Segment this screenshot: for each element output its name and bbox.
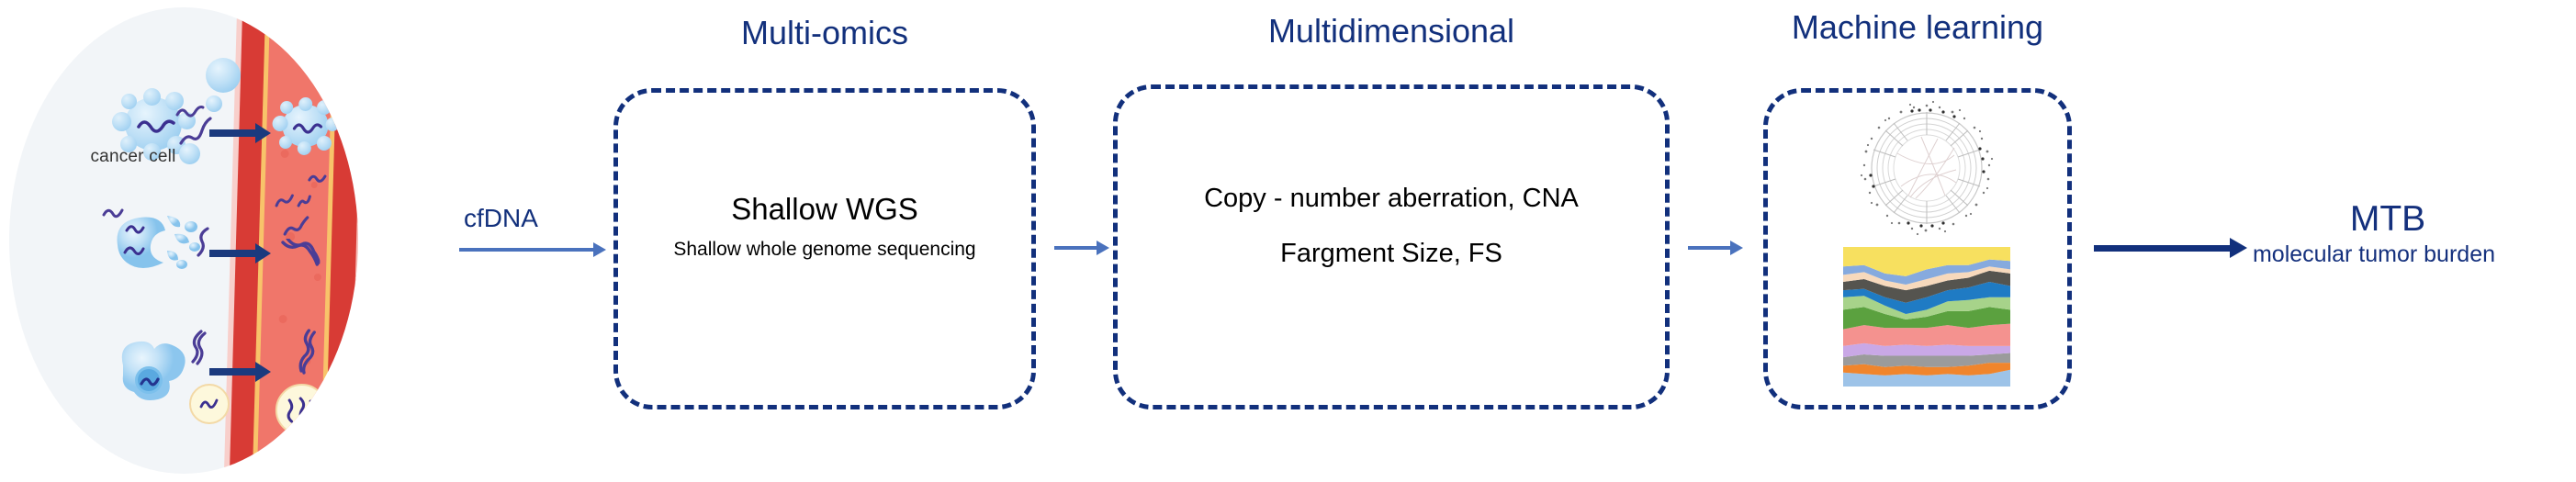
cfdna-strand-icon (102, 208, 124, 219)
cfdna-strand-icon (179, 117, 212, 145)
stage-2-box[interactable]: Copy - number aberration, CNA Fargment S… (1113, 84, 1670, 409)
stage-2-to-3-arrow (1688, 241, 1743, 255)
circulating-tumor-cell-icon (272, 97, 342, 156)
area-series-layer-12-yellow (1843, 247, 2010, 276)
area-series-layer-2-orange (1843, 363, 2010, 376)
cfdna-bubble-mid-icon (179, 143, 200, 164)
stage-1-to-2-arrow (1054, 241, 1109, 255)
illustration-clip (9, 7, 358, 474)
cfdna-bubble-large-icon (206, 58, 241, 93)
release-arrow-bottom (209, 362, 271, 382)
release-arrow-top (209, 123, 271, 143)
stage-1-box[interactable]: Shallow WGS Shallow whole genome sequenc… (613, 88, 1036, 409)
cfdna-strand-icon (197, 227, 209, 257)
stage-1-secondary-text: Shallow whole genome sequencing (673, 239, 976, 260)
cfdna-label: cfDNA (464, 204, 538, 232)
stage-3-box[interactable] (1763, 88, 2072, 409)
area-series-layer-4-lavender (1843, 342, 2010, 358)
area-series-layer-3-grey (1843, 353, 2010, 367)
stage-2-title: Multidimensional (1267, 12, 1515, 50)
cancer-cell-icon (112, 88, 197, 162)
cfdna-arrow (459, 242, 606, 257)
apoptotic-cell-icon (110, 214, 211, 278)
release-arrow-middle (209, 243, 271, 263)
blood-vessel-cfdna-release-illustration: cancer cell (0, 0, 367, 482)
stage-3-title: Machine learning (1791, 8, 2044, 46)
output-expansion: molecular tumor burden (2252, 241, 2495, 267)
area-series-layer-1-lightblue (1843, 369, 2010, 387)
area-series-layer-11-steelblue (1843, 259, 2010, 286)
area-series-layer-8-blue (1843, 282, 2010, 314)
cfdna-bubble-small-icon (206, 95, 222, 112)
exosome-icon (189, 384, 230, 424)
stacked-area-chart-thumbnail (1843, 247, 2010, 387)
circos-plot-thumbnail (1839, 100, 2014, 236)
area-series-layer-7-lightgreen (1843, 296, 2010, 320)
cfdna-strand-icon (175, 106, 205, 118)
area-series-layer-6-green (1843, 307, 2010, 330)
stage-1-primary-text: Shallow WGS (731, 192, 918, 226)
stage-2-line-2: Fargment Size, FS (1280, 239, 1502, 268)
stage-3-to-output-arrow (2094, 238, 2247, 258)
area-series-layer-5-salmon (1843, 323, 2010, 346)
blood-vessel-icon (223, 7, 358, 474)
cfdna-strand-icon (191, 330, 207, 365)
output-acronym: MTB (2349, 199, 2426, 239)
area-series-layer-10-peach (1843, 266, 2010, 291)
area-series-layer-9-darkgrey (1843, 270, 2010, 303)
stage-2-line-1: Copy - number aberration, CNA (1204, 184, 1579, 213)
vesicle-in-vessel-icon (275, 384, 328, 435)
cell-with-exosome-icon (110, 338, 198, 417)
stage-1-title: Multi-omics (740, 14, 908, 51)
cancer-cell-label: cancer cell (90, 147, 176, 166)
